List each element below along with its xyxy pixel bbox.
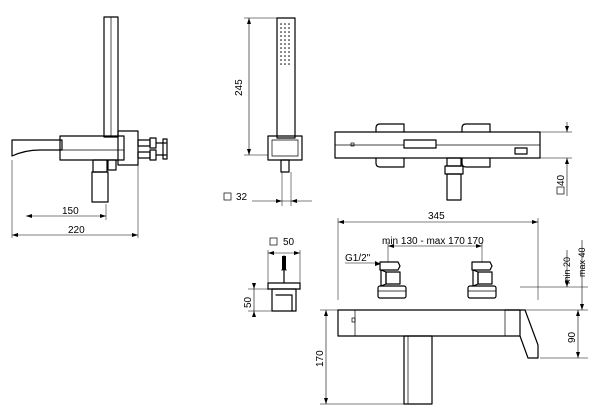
square-symbol-top-icon	[556, 186, 565, 195]
dim-170h-label: 170	[315, 350, 326, 367]
spout-front	[504, 309, 539, 359]
dim-220-label: 220	[68, 225, 85, 236]
lever-front	[403, 335, 433, 405]
dim-50h-label: 50	[243, 296, 254, 308]
min20-label: min 20	[562, 257, 572, 284]
max40-label: max 40	[577, 247, 587, 277]
lever-handle	[91, 171, 109, 203]
square-symbol-connector-icon	[269, 237, 278, 246]
hand-shower-head	[276, 17, 296, 139]
diverter-button	[403, 139, 437, 149]
dim-50w-label: 50	[283, 237, 295, 248]
dim-150-label: 150	[62, 206, 79, 217]
dim-40-label: 40	[556, 174, 567, 186]
front-view: 345 min 130 - max 170 170 G1/2"	[315, 211, 588, 405]
side-view: 150 220	[11, 16, 168, 238]
dim-90-label: 90	[567, 331, 578, 343]
outlet-pipe	[446, 173, 462, 201]
nozzle-pattern	[280, 23, 290, 65]
dim-32-label: 32	[236, 192, 248, 203]
connector-detail: 50 50	[243, 237, 301, 317]
dim-345-label: 345	[428, 211, 445, 222]
mixer-body	[59, 135, 125, 161]
top-view: 40	[334, 122, 572, 201]
mixer-front-body	[337, 309, 521, 337]
hand-shower-view: 245 32	[223, 17, 312, 206]
square-symbol-icon	[223, 192, 232, 201]
thread-label: G1/2"	[345, 253, 371, 264]
spout	[11, 139, 63, 157]
shower-holder	[117, 130, 139, 166]
dim-245-label: 245	[234, 79, 245, 96]
shower-holder-front	[267, 135, 303, 161]
centers-label: min 130 - max 170	[382, 236, 465, 247]
dim-170-label: 170	[467, 236, 484, 247]
